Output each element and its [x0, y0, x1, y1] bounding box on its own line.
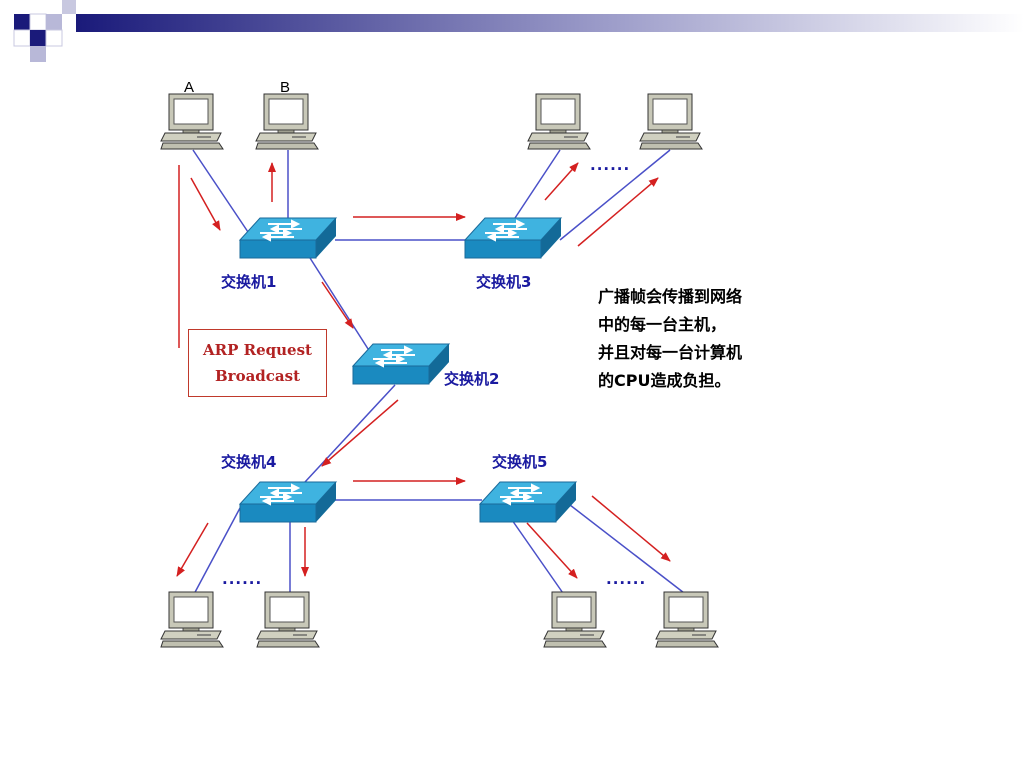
arp-request-box: ARP Request Broadcast	[188, 329, 327, 397]
ellipsis-sw4: ......	[222, 570, 262, 588]
slide-header-decoration	[13, 0, 1024, 62]
pc-sw5-2	[655, 591, 719, 648]
pc-sw5-1	[543, 591, 607, 648]
pc-b-label: B	[280, 79, 290, 96]
note-line-1: 广播帧会传播到网络	[598, 287, 743, 306]
switch-2-label: 交换机2	[444, 370, 499, 388]
switch-3-label: 交换机3	[476, 273, 531, 291]
note-line-4: 的CPU造成负担。	[598, 371, 731, 390]
switch-4	[239, 481, 337, 523]
arp-box-line1: ARP Request	[203, 341, 312, 359]
ellipsis-sw5: ......	[606, 570, 646, 588]
broadcast-note: 广播帧会传播到网络 中的每一台主机， 并且对每一台计算机 的CPU造成负担。	[598, 283, 798, 395]
switch-1-label: 交换机1	[221, 273, 276, 291]
pc-sw4-2	[256, 591, 320, 648]
network-links	[192, 149, 689, 597]
pc-a	[160, 93, 224, 150]
pc-a-label: A	[184, 79, 194, 96]
pc-sw3-2	[639, 93, 703, 150]
switch-5	[479, 481, 577, 523]
note-line-3: 并且对每一台计算机	[598, 343, 743, 362]
note-line-2: 中的每一台主机，	[598, 315, 727, 334]
switch-3	[464, 217, 562, 259]
ellipsis-sw3: ......	[590, 156, 630, 174]
switch-2	[352, 343, 450, 385]
switch-5-label: 交换机5	[492, 453, 547, 471]
pc-sw4-1	[160, 591, 224, 648]
switch-1	[239, 217, 337, 259]
pc-sw3-1	[527, 93, 591, 150]
broadcast-arrows	[176, 162, 671, 579]
pc-b	[255, 93, 319, 150]
switch-4-label: 交换机4	[221, 453, 276, 471]
arp-box-line2: Broadcast	[214, 367, 301, 385]
